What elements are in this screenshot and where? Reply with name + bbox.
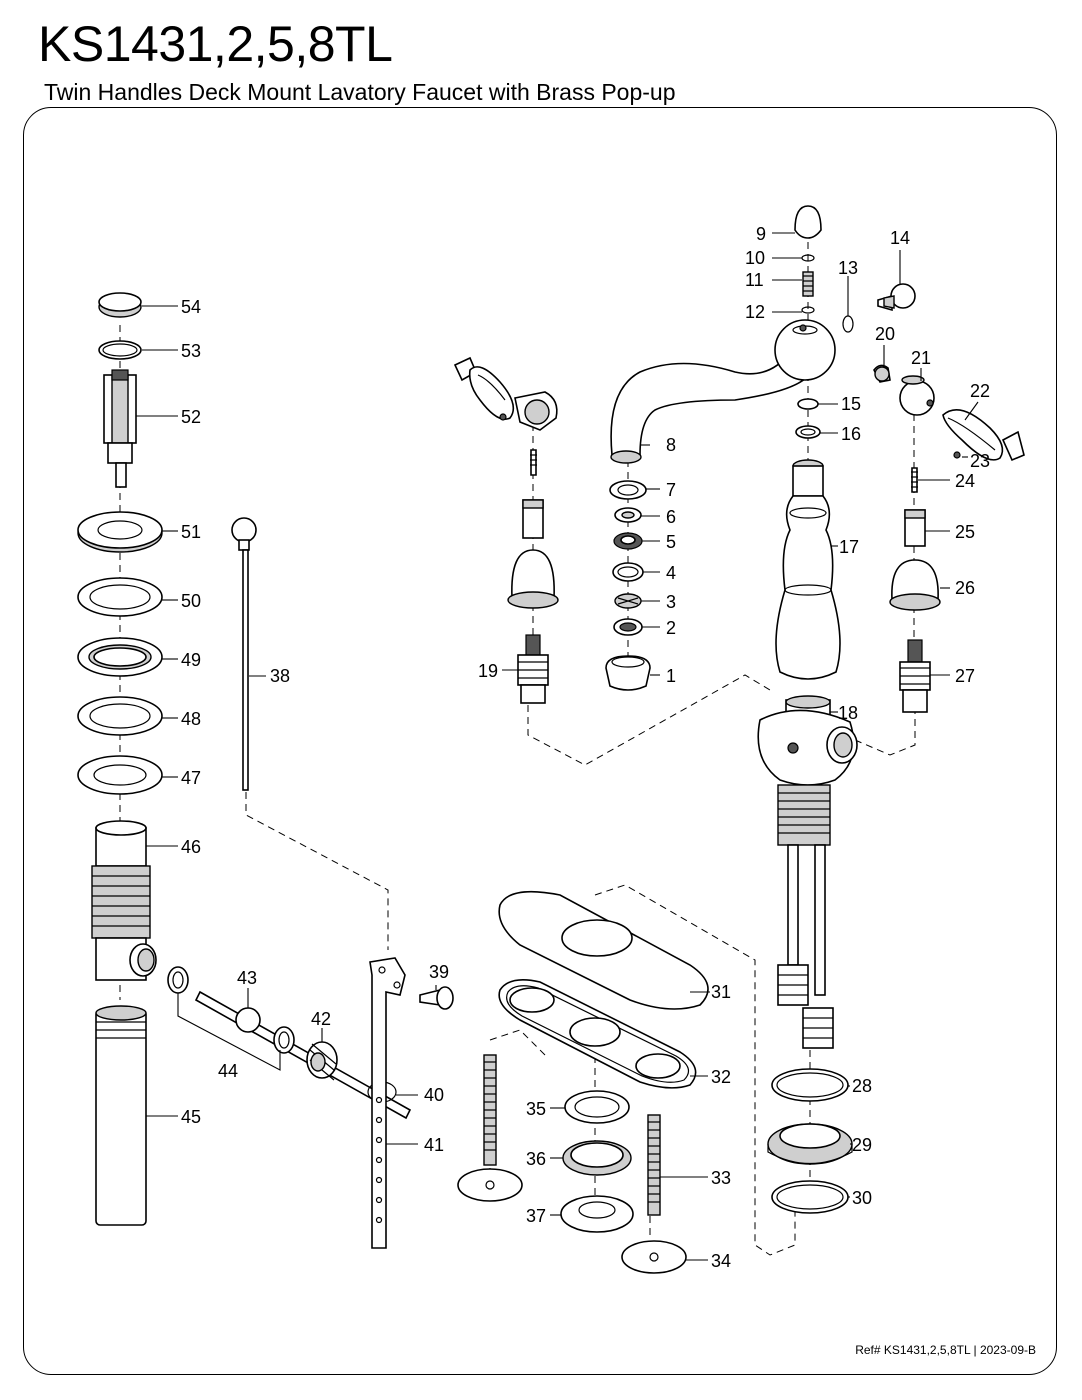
callout-10: 10 — [745, 248, 765, 268]
part-31-deck-plate — [498, 890, 709, 1010]
callout-42: 42 — [311, 1009, 331, 1029]
page-title: KS1431,2,5,8TL — [38, 16, 393, 72]
callout-8: 8 — [666, 435, 676, 455]
callout-38: 38 — [270, 666, 290, 686]
callout-51: 51 — [181, 522, 201, 542]
diagram-frame — [23, 107, 1057, 1375]
callout-48: 48 — [181, 709, 201, 729]
part-18-valve-body — [757, 695, 858, 1049]
page-subtitle: Twin Handles Deck Mount Lavatory Faucet … — [44, 79, 676, 105]
part-8-spout — [610, 319, 836, 464]
callout-43: 43 — [237, 968, 257, 988]
callout-45: 45 — [181, 1107, 201, 1127]
callout-32: 32 — [711, 1067, 731, 1087]
callout-3: 3 — [666, 592, 676, 612]
callout-4: 4 — [666, 563, 676, 583]
callout-22: 22 — [970, 381, 990, 401]
spout-top-parts — [794, 205, 916, 439]
part-39-thumb-screw — [419, 986, 454, 1010]
left-handle-assembly — [453, 356, 559, 609]
part-43-44-pivot-rod — [167, 966, 412, 1120]
part-42-retaining-nut — [306, 1041, 338, 1081]
callout-29: 29 — [852, 1135, 872, 1155]
callout-15: 15 — [841, 394, 861, 414]
callout-12: 12 — [745, 302, 765, 322]
callout-39: 39 — [429, 962, 449, 982]
callout-2: 2 — [666, 618, 676, 638]
callout-26: 26 — [955, 578, 975, 598]
callout-5: 5 — [666, 532, 676, 552]
mounting-studs — [483, 1054, 661, 1216]
callout-25: 25 — [955, 522, 975, 542]
part-51-flange — [77, 511, 163, 553]
callout-6: 6 — [666, 507, 676, 527]
callout-14: 14 — [890, 228, 910, 248]
callout-17: 17 — [839, 537, 859, 557]
part-52-stopper — [103, 369, 137, 488]
parts-34-37-nuts-washers — [457, 1090, 687, 1274]
callout-41: 41 — [424, 1135, 444, 1155]
callout-50: 50 — [181, 591, 201, 611]
callout-54: 54 — [181, 297, 201, 317]
part-49-gasket — [77, 637, 163, 677]
callout-11: 11 — [745, 270, 764, 290]
callout-34: 34 — [711, 1251, 731, 1271]
callout-1: 1 — [666, 666, 676, 686]
reference-footer: Ref# KS1431,2,5,8TL | 2023-09-B — [855, 1343, 1036, 1357]
right-handle-assembly — [873, 364, 1025, 611]
callout-33: 33 — [711, 1168, 731, 1188]
part-17-spout-riser — [775, 459, 841, 680]
callout-labels: 1 2 3 4 5 6 7 8 9 10 11 12 13 14 15 16 1… — [181, 224, 990, 1271]
part-32-gasket — [498, 979, 697, 1089]
part-47-washer — [77, 755, 163, 795]
part-50-gasket — [77, 577, 163, 617]
callout-44: 44 — [218, 1061, 238, 1081]
parts-28-30-mounting-hardware — [767, 1068, 853, 1214]
callout-20: 20 — [875, 324, 895, 344]
callout-49: 49 — [181, 650, 201, 670]
callout-27: 27 — [955, 666, 975, 686]
callout-28: 28 — [852, 1076, 872, 1096]
callout-40: 40 — [424, 1085, 444, 1105]
part-54-cap — [98, 292, 142, 318]
leader-lines — [136, 232, 979, 1261]
part-48-washer — [77, 696, 163, 736]
callout-18: 18 — [838, 703, 858, 723]
part-41-clevis-strap — [369, 957, 406, 1249]
callout-21: 21 — [911, 348, 931, 368]
callout-23: 23 — [970, 451, 990, 471]
aerator-stack — [605, 480, 651, 691]
callout-16: 16 — [841, 424, 861, 444]
callout-31: 31 — [711, 982, 731, 1002]
part-27-cartridge-right — [899, 639, 931, 713]
callout-7: 7 — [666, 480, 676, 500]
callout-37: 37 — [526, 1206, 546, 1226]
callout-24: 24 — [955, 471, 975, 491]
callout-9: 9 — [756, 224, 766, 244]
part-38-lift-rod — [231, 517, 257, 791]
callout-19: 19 — [478, 661, 498, 681]
callout-47: 47 — [181, 768, 201, 788]
part-45-tailpiece — [95, 1005, 147, 1226]
callout-35: 35 — [526, 1099, 546, 1119]
callout-46: 46 — [181, 837, 201, 857]
part-53-o-ring — [98, 340, 142, 360]
callout-36: 36 — [526, 1149, 546, 1169]
callout-53: 53 — [181, 341, 201, 361]
part-19-cartridge-left — [517, 634, 549, 704]
part-46-drain-body — [91, 820, 157, 981]
callout-30: 30 — [852, 1188, 872, 1208]
callout-13: 13 — [838, 258, 858, 278]
callout-52: 52 — [181, 407, 201, 427]
